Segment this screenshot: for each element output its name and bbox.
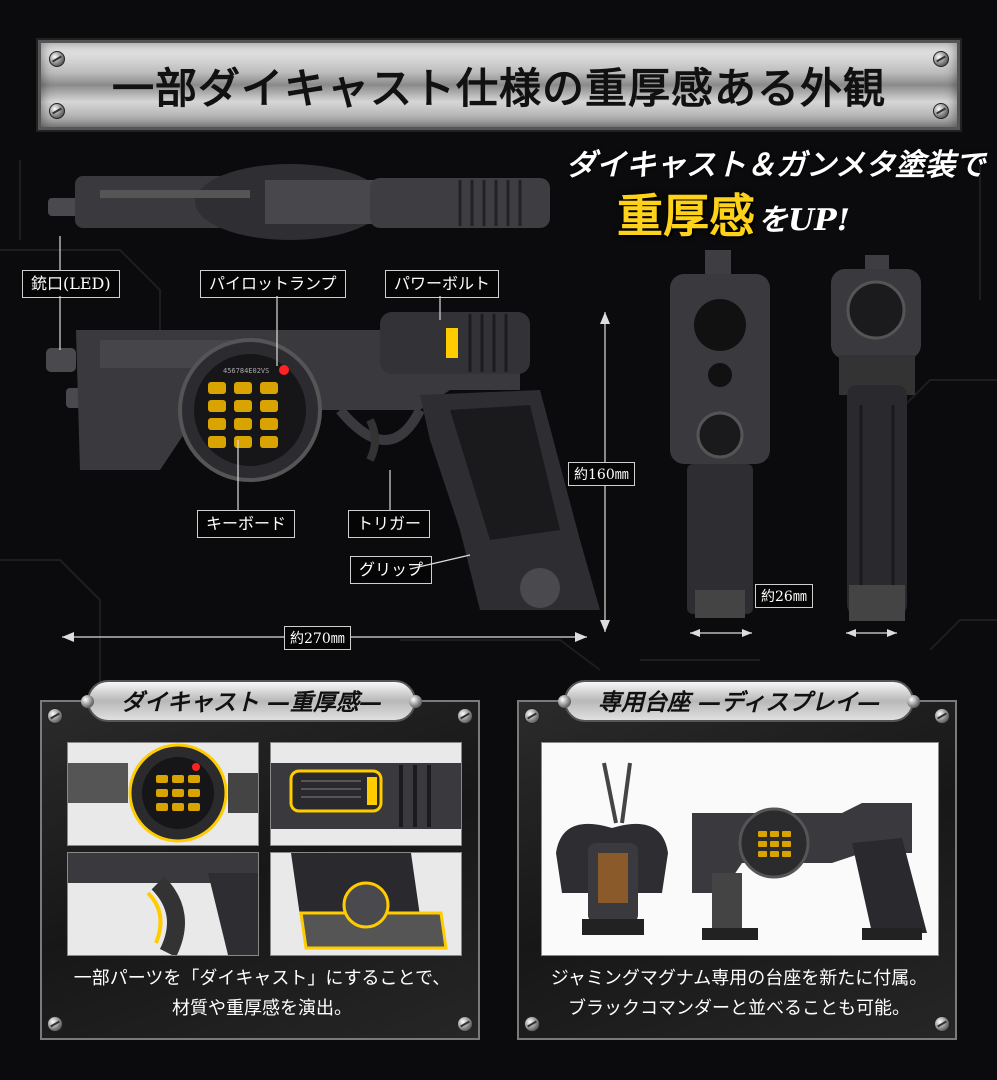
dimension-length: 約270㎜: [284, 626, 351, 650]
diecast-caption-line2: 材質や重厚感を演出。: [172, 998, 352, 1019]
page-title: 一部ダイキャスト仕様の重厚感ある外観: [111, 63, 886, 113]
gun-back-view: [831, 255, 921, 621]
gun-side-view: 456784E02VS: [46, 312, 600, 610]
callout-power-bolt: パワーボルト: [385, 270, 500, 298]
tagline-emphasis: 重厚感: [617, 189, 755, 243]
callout-pilot-lamp: パイロットランプ: [200, 270, 346, 298]
dimension-width: 約26㎜: [755, 584, 813, 608]
display-panel: 専用台座 —ディスプレイ— ジャミ: [517, 680, 957, 1040]
diecast-bolt-photo: [270, 742, 462, 846]
bolt-icon: [934, 708, 950, 724]
bolt-icon: [524, 1016, 540, 1032]
bolt-icon: [457, 708, 473, 724]
bolt-icon: [457, 1016, 473, 1032]
bolt-icon: [49, 103, 65, 119]
callout-grip: グリップ: [350, 556, 433, 584]
bolt-icon: [558, 695, 571, 708]
tagline-suffix: をUP!: [758, 203, 850, 238]
bolt-icon: [524, 708, 540, 724]
bolt-icon: [49, 51, 65, 67]
display-caption-line1: ジャミングマグナム専用の台座を新たに付属。: [550, 968, 928, 989]
gun-top-view: [48, 164, 550, 240]
callout-trigger: トリガー: [348, 510, 431, 538]
bolt-icon: [47, 1016, 63, 1032]
callout-keyboard: キーボード: [197, 510, 296, 538]
title-banner: 一部ダイキャスト仕様の重厚感ある外観: [38, 40, 960, 130]
bolt-icon: [907, 695, 921, 708]
diecast-keypad-photo: [67, 742, 259, 846]
display-panel-title-badge: 専用台座 —ディスプレイ—: [558, 680, 921, 722]
bolt-icon: [409, 695, 423, 708]
diecast-caption-line1: 一部パーツを「ダイキャスト」にすることで、: [73, 968, 451, 989]
diecast-trigger-photo: [67, 852, 259, 956]
display-caption-line2: ブラックコマンダーと並べることも可能。: [568, 998, 910, 1019]
callout-lines: [59, 236, 897, 642]
diecast-grip-photo: [270, 852, 462, 956]
bolt-icon: [934, 1016, 950, 1032]
diecast-panel-title: ダイキャスト —重厚感—: [121, 689, 383, 716]
diecast-panel-title-badge: ダイキャスト —重厚感—: [81, 680, 423, 722]
tagline-text: ダイキャスト＆ガンメタ塗装で: [566, 148, 986, 183]
diecast-panel: ダイキャスト —重厚感—: [40, 680, 480, 1040]
bolt-icon: [81, 695, 94, 708]
bolt-icon: [47, 708, 63, 724]
gun-front-view: [670, 250, 770, 618]
display-panel-title: 専用台座 —ディスプレイ—: [598, 689, 881, 716]
callout-muzzle: 銃口(LED): [22, 270, 120, 298]
keypad-display-text: 456784E02VS: [223, 367, 269, 375]
display-stand-photo: [541, 742, 939, 956]
bolt-icon: [933, 103, 949, 119]
bolt-icon: [933, 51, 949, 67]
dimension-height: 約160㎜: [568, 462, 635, 486]
